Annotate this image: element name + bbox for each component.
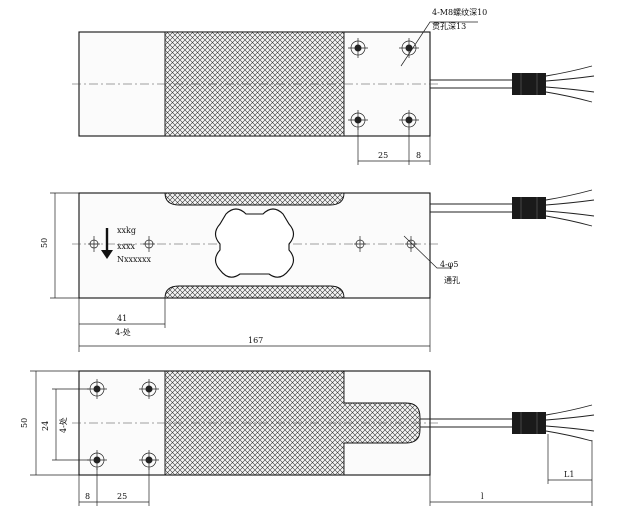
top-view-threaded-holes — [348, 38, 419, 130]
front-view-marking-capacity: xxkg — [117, 226, 136, 235]
side-view-dim-cable-length: l — [481, 492, 484, 501]
front-view-dim-total-length: 167 — [248, 336, 263, 345]
front-view-height-dimension — [50, 192, 79, 299]
top-view-dim-edge-offset: 8 — [416, 151, 421, 160]
side-view-dim-cable-end: L1 — [564, 470, 574, 479]
side-view-gauge-area — [164, 370, 421, 476]
front-view-callout-holes-note: 通孔 — [444, 275, 460, 285]
front-view-holes — [88, 236, 417, 252]
front-view-marking-date: xxxx — [117, 242, 136, 251]
front-view-callout-leader — [403, 235, 452, 269]
front-view-callout-holes: 4-φ5 — [440, 260, 458, 269]
top-view: 4-M8螺纹深10 贯孔深13 25 8 — [72, 7, 595, 165]
front-view-center-cutout — [214, 208, 295, 278]
front-view-top-groove — [164, 192, 345, 206]
front-view-dim-left-note: 4-处 — [115, 327, 131, 337]
side-view-dim-inner: 24 — [41, 421, 50, 431]
front-view-dim-left-offset: 41 — [117, 314, 127, 323]
side-view-bottom-dimensions — [78, 434, 593, 506]
top-view-cable — [430, 65, 595, 103]
top-view-dim-hole-spacing: 25 — [378, 151, 388, 160]
front-view-bottom-groove — [164, 285, 345, 299]
front-view-bottom-dimensions — [78, 298, 431, 352]
side-view: 50 24 4-处 8 25 l L1 — [20, 370, 595, 506]
side-view-dim-edge-offset: 8 — [85, 492, 90, 501]
front-view-dim-height: 50 — [40, 238, 49, 248]
front-view-cable — [430, 189, 595, 227]
side-view-dim-inner-note: 4-处 — [58, 417, 68, 433]
top-view-callout-thread: 4-M8螺纹深10 — [432, 7, 487, 17]
side-view-dim-height: 50 — [20, 418, 29, 428]
top-view-callout-leader — [400, 21, 478, 67]
load-direction-arrow-icon — [101, 228, 113, 259]
top-view-callout-through: 贯孔深13 — [432, 22, 466, 31]
front-view-marking-serial: Nxxxxxx — [117, 255, 152, 264]
side-view-cable — [420, 404, 595, 442]
top-view-dimensions — [357, 128, 431, 165]
side-view-threaded-holes — [87, 379, 159, 470]
front-view: xxkg xxxx Nxxxxxx 4-φ5 通孔 — [40, 189, 595, 352]
side-view-dim-hole-spacing: 25 — [117, 492, 127, 501]
side-view-left-dimensions — [30, 370, 89, 476]
